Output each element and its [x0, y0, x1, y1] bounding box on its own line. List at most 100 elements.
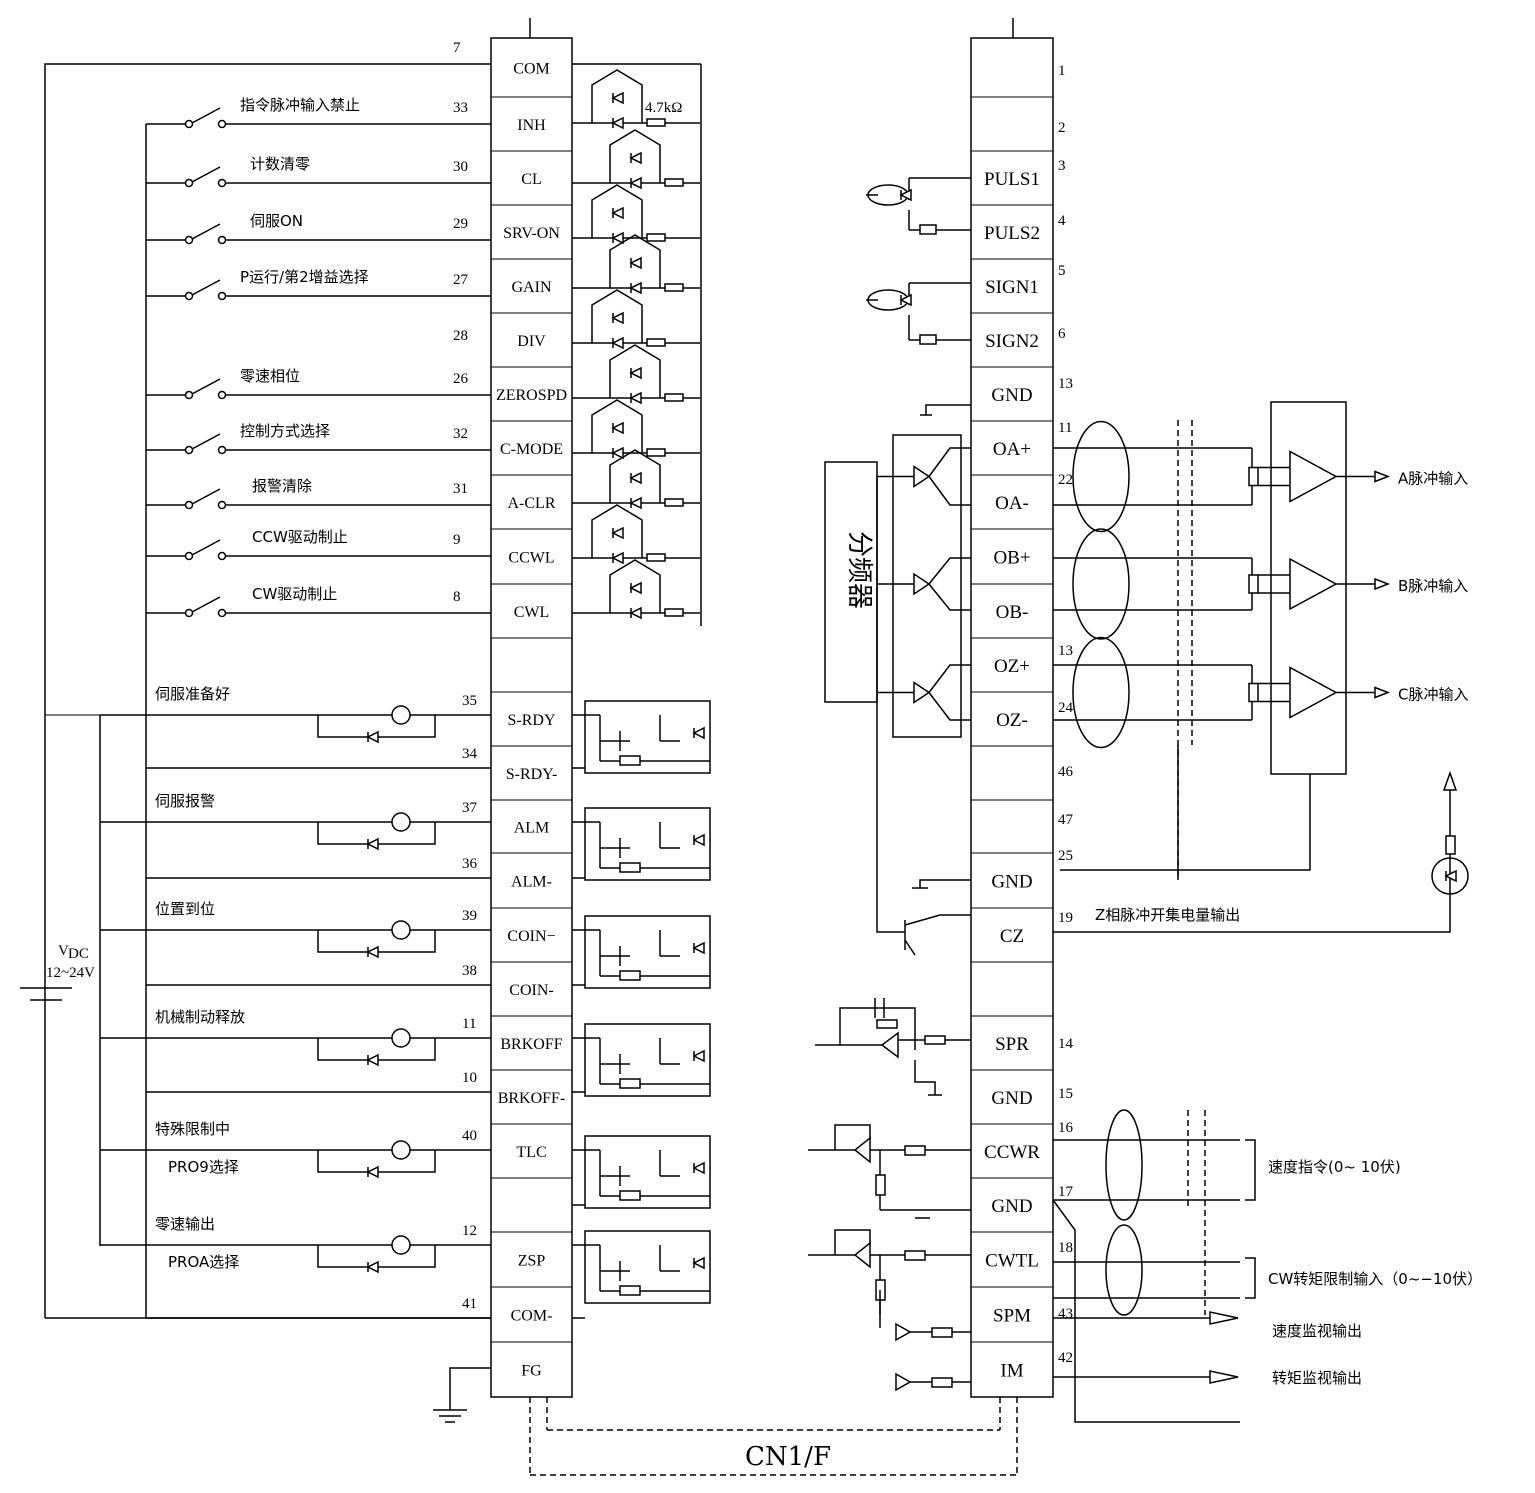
- twisted-pair: [1072, 636, 1130, 749]
- opto-led: [611, 526, 624, 540]
- switch-contact: [184, 119, 194, 129]
- opto-loop: [609, 234, 661, 288]
- left-pin-label: CCWL: [508, 550, 554, 567]
- relay-coil: [391, 1140, 411, 1160]
- output-label-2: PRO9选择: [168, 1158, 239, 1176]
- output-return-number: 10: [462, 1070, 477, 1086]
- right-pin-label: CZ: [1000, 926, 1024, 947]
- opto-resistor: [664, 283, 684, 292]
- opto-diode: [629, 281, 642, 295]
- driver-out-plus: [928, 557, 971, 585]
- left-pin-label: DIV: [517, 333, 546, 350]
- cz-led: [1444, 869, 1457, 883]
- resistor-label: 4.7kΩ: [645, 100, 682, 116]
- right-pin-number: 24: [1058, 700, 1074, 716]
- switch-contact: [184, 178, 194, 188]
- left-pin-label: S-RDY: [507, 712, 555, 729]
- ccwr-fb: [834, 1124, 871, 1150]
- monitor-arrow: [1209, 1311, 1239, 1325]
- opto-resistor: [646, 338, 666, 347]
- ccwr-resistor-2: [875, 1174, 886, 1196]
- driver-out-minus: [928, 692, 971, 721]
- pair-speed: [1105, 1109, 1143, 1221]
- output-diode: [366, 1165, 379, 1179]
- switch-contact: [217, 390, 227, 400]
- right-pin-number: 14: [1058, 1036, 1074, 1052]
- driver-out-plus: [928, 447, 971, 477]
- output-label: 机械制动释放: [155, 1008, 245, 1026]
- spr-resistor-2: [876, 1019, 898, 1029]
- switch-contact: [184, 291, 194, 301]
- output-phototransistor: [692, 726, 705, 740]
- opto-led: [629, 581, 642, 595]
- pulse-output-label: C脉冲输入: [1398, 686, 1468, 704]
- output-diode: [366, 945, 379, 959]
- right-pin-label: OA-: [995, 493, 1029, 514]
- pulse-led: [899, 188, 912, 202]
- spr-ground: [914, 1060, 936, 1095]
- input-pin-number: 7: [453, 40, 461, 56]
- input-pin-number: 27: [453, 272, 469, 288]
- connector-name: CN1/F: [745, 1442, 831, 1472]
- twisted-pair: [1072, 420, 1130, 533]
- opto-loop: [591, 289, 643, 343]
- output-label: 零速输出: [155, 1215, 215, 1233]
- output-label: 位置到位: [155, 900, 215, 918]
- pulse-led: [899, 293, 912, 307]
- driver-out-plus: [928, 664, 971, 693]
- left-pin-label: COIN−: [507, 928, 555, 945]
- switch-blade: [191, 166, 221, 183]
- opto-resistor: [646, 553, 666, 562]
- vdc-sub: DC: [68, 946, 89, 962]
- driver-out-minus: [928, 476, 971, 506]
- cz-drive: [876, 476, 905, 933]
- torque-limit-label: CW转矩限制输入（0~−10伏）: [1268, 1270, 1482, 1288]
- right-pin-number: 46: [1058, 764, 1074, 780]
- output-resistor: [619, 1078, 641, 1089]
- left-pin-label: S-RDY-: [506, 766, 558, 783]
- output-phototransistor: [692, 1256, 705, 1270]
- left-pin-label: BRKOFF: [500, 1036, 562, 1053]
- pulse-resistor: [919, 224, 937, 235]
- output-phototransistor: [692, 1049, 705, 1063]
- relay-coil: [391, 1028, 411, 1048]
- output-phototransistor: [692, 1161, 705, 1175]
- line-receiver: [1289, 557, 1338, 611]
- switch-contact: [217, 235, 227, 245]
- right-pin-label: OA+: [993, 439, 1031, 460]
- right-pin-number: 13: [1058, 376, 1073, 392]
- right-pin-label: OB-: [996, 602, 1029, 623]
- right-pin-number: 15: [1058, 1086, 1073, 1102]
- right-pin-number: 3: [1058, 158, 1066, 174]
- opto-resistor: [664, 178, 684, 187]
- input-pin-number: 31: [453, 481, 468, 497]
- right-pin-number: 47: [1058, 812, 1074, 828]
- switch-blade: [191, 596, 221, 613]
- relay-coil: [391, 920, 411, 940]
- switch-contact: [217, 445, 227, 455]
- opto-led: [611, 91, 624, 105]
- opto-diode: [611, 231, 624, 245]
- output-label: 伺服报警: [155, 792, 215, 810]
- opto-loop: [591, 184, 643, 238]
- output-transistor-box: [584, 915, 711, 989]
- output-diode: [366, 837, 379, 851]
- opto-loop: [591, 399, 643, 453]
- input-pin-number: 30: [453, 159, 468, 175]
- pair-torque: [1105, 1224, 1143, 1316]
- output-phototransistor: [692, 833, 705, 847]
- cz-arrow: [1442, 770, 1458, 791]
- opto-diode: [629, 391, 642, 405]
- monitor-arrow: [1209, 1370, 1239, 1384]
- right-pin-number: 5: [1058, 263, 1066, 279]
- right-pin-number: 43: [1058, 1306, 1073, 1322]
- right-pin-label: GND: [991, 872, 1032, 893]
- monitor-resistor: [931, 1327, 953, 1338]
- switch-blade: [191, 279, 221, 296]
- opto-diode: [629, 176, 642, 190]
- line-driver: [913, 681, 931, 704]
- right-pin-number: 42: [1058, 1350, 1073, 1366]
- opto-diode: [629, 606, 642, 620]
- output-return-number: 41: [462, 1296, 477, 1312]
